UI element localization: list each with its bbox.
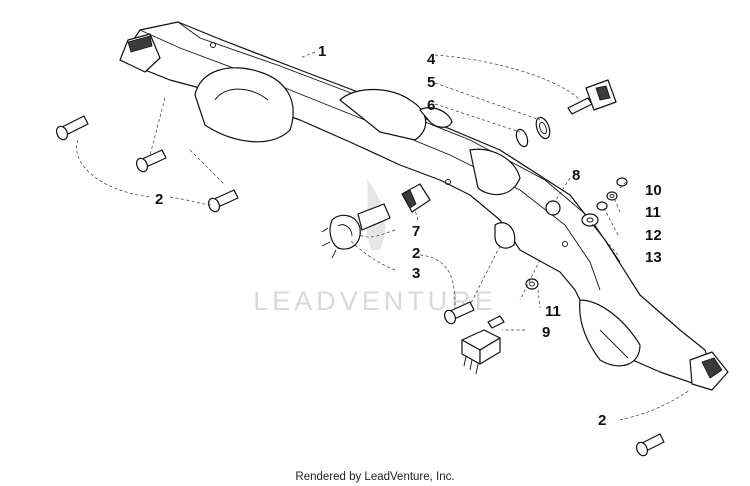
bolt-left-top[interactable] xyxy=(55,115,89,141)
callouts: 1 2 2 2 3 4 5 6 7 8 9 10 11 11 12 13 xyxy=(155,43,662,429)
bolt-left-bottom[interactable] xyxy=(207,189,239,213)
callout-5: 5 xyxy=(427,74,435,91)
ignition-bezel[interactable] xyxy=(534,116,553,141)
washer-13[interactable] xyxy=(581,213,599,227)
ignition-key[interactable] xyxy=(567,79,617,115)
callout-2-left: 2 xyxy=(155,191,163,208)
rendered-by-footer: Rendered by LeadVenture, Inc. xyxy=(295,471,454,483)
callout-2-bottom: 2 xyxy=(598,412,606,429)
callout-11-top: 11 xyxy=(645,204,661,221)
washer-10[interactable] xyxy=(616,177,628,187)
callout-4: 4 xyxy=(427,51,436,68)
callout-10: 10 xyxy=(645,182,662,199)
callout-3: 3 xyxy=(412,265,420,282)
toggle-switch[interactable] xyxy=(461,315,505,375)
bolt-middle[interactable] xyxy=(443,301,475,325)
callout-13: 13 xyxy=(645,249,662,266)
leadventure-watermark: LEADVENTURE xyxy=(253,178,493,316)
washer-11-lower[interactable] xyxy=(525,278,539,290)
switch-boot[interactable] xyxy=(401,183,431,213)
ignition-nut[interactable] xyxy=(514,128,530,148)
switch-knob[interactable] xyxy=(545,200,561,216)
callout-2-middle: 2 xyxy=(412,245,420,262)
rotary-switch[interactable] xyxy=(321,203,391,259)
bolt-bottom-right[interactable] xyxy=(635,433,665,457)
callout-1: 1 xyxy=(318,43,326,60)
bolt-left-mid[interactable] xyxy=(135,149,167,173)
callout-11-middle: 11 xyxy=(545,303,561,320)
callout-8: 8 xyxy=(572,167,580,184)
washer-11-top[interactable] xyxy=(606,191,618,201)
callout-12: 12 xyxy=(645,227,662,244)
washer-12[interactable] xyxy=(596,201,608,211)
console-panel[interactable] xyxy=(119,21,729,391)
callout-9: 9 xyxy=(542,324,550,341)
leader-lines xyxy=(76,51,691,421)
callout-6: 6 xyxy=(427,97,435,114)
callout-7: 7 xyxy=(412,223,420,240)
